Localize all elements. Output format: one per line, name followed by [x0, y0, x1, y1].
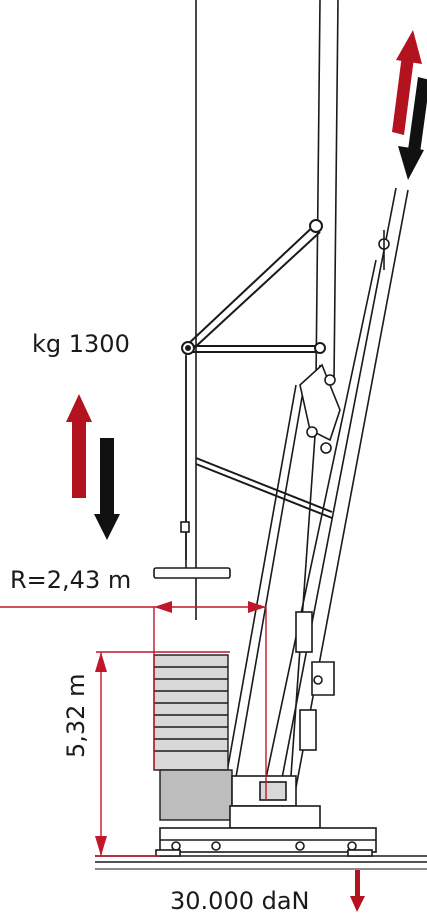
mast — [185, 0, 339, 620]
load-arrow — [350, 870, 365, 912]
jib-joints — [295, 230, 390, 751]
arrow-up-red-right — [392, 30, 422, 135]
radius-label: R=2,43 m — [10, 566, 132, 594]
hook — [153, 356, 231, 579]
arrow-down-black-left — [94, 438, 120, 540]
ground — [95, 855, 427, 870]
load-label: 30.000 daN — [170, 887, 310, 915]
arrow-up-red-left — [66, 394, 92, 498]
arrow-down-black-right — [398, 77, 427, 180]
dimension-arrowheads — [95, 601, 266, 856]
crawler-base — [155, 775, 377, 857]
dimension-lines — [0, 606, 267, 857]
counterweight-stack — [153, 654, 233, 821]
height-label: 5,32 m — [62, 673, 90, 758]
upper-frame — [181, 219, 333, 519]
counterweight-label: kg 1300 — [32, 330, 130, 358]
